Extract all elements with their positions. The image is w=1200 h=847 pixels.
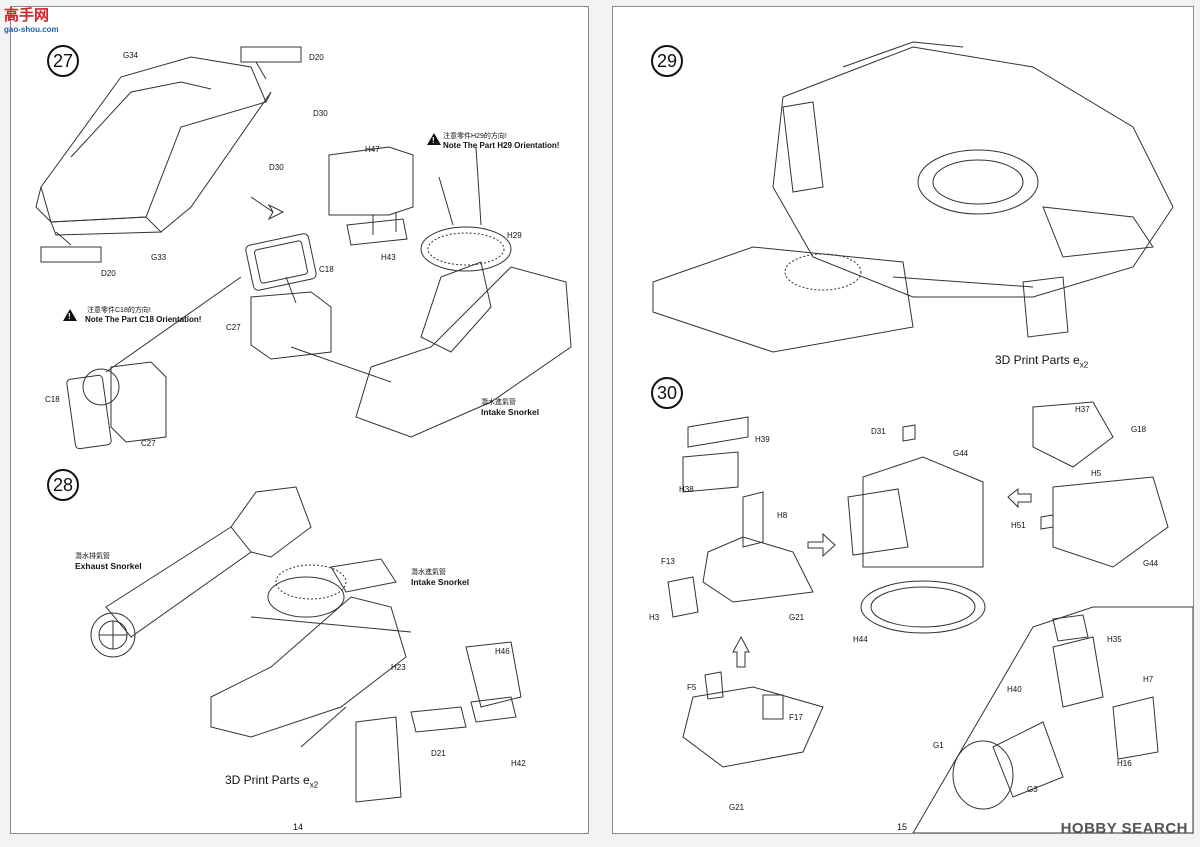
part-label-h40: H40 <box>1007 685 1022 694</box>
note-h29-cn: 注意零件H29的方向! <box>443 133 507 140</box>
part-label-h39: H39 <box>755 435 770 444</box>
part-label-h16: H16 <box>1117 759 1132 768</box>
print-parts-note-right: 3D Print Parts ex2 <box>995 353 1088 369</box>
part-label-g33: G33 <box>151 253 167 262</box>
note-h29-en: Note The Part H29 Orientation! <box>443 141 560 150</box>
callout-intake-en: Intake Snorkel <box>481 407 540 417</box>
print-parts-qty: x2 <box>1079 360 1089 370</box>
watermark-url: gao-shou.com <box>4 25 59 34</box>
part-label-h23: H23 <box>391 663 406 672</box>
part-label-f17: F17 <box>789 713 803 722</box>
print-parts-label: 3D Print Parts <box>225 773 300 787</box>
print-parts-qty: x2 <box>309 780 319 790</box>
part-label-d30-a: D30 <box>313 109 328 118</box>
part-label-d20-bottom: D20 <box>101 269 116 278</box>
manual-page-left: 27 G34 D20 D30 D30 D20 G33 H47 H43 C18 H… <box>10 6 589 834</box>
watermark-logo: 高手网 gao-shou.com <box>4 4 59 34</box>
left-page-line-art <box>35 46 572 803</box>
step-number-30: 30 <box>651 377 683 409</box>
page-number-right: 15 <box>897 822 908 832</box>
part-label-g3: G3 <box>1027 785 1038 794</box>
part-label-c18-detail: C18 <box>45 395 60 404</box>
callout-intake2-en: Intake Snorkel <box>411 577 470 587</box>
part-label-f5: F5 <box>687 683 697 692</box>
note-c18-en: Note The Part C18 Orientation! <box>85 315 202 324</box>
page-number-left: 14 <box>293 822 304 832</box>
part-label-c18: C18 <box>319 265 334 274</box>
part-label-h51: H51 <box>1011 521 1026 530</box>
callout-exhaust-cn: 潛水排氣管 <box>75 553 110 560</box>
part-label-h7: H7 <box>1143 675 1154 684</box>
manual-page-right: 29 3D Print Parts ex2 30 H39 H38 H8 F13 … <box>612 6 1194 834</box>
hobby-search-watermark: HOBBY SEARCH <box>1060 820 1188 837</box>
part-label-c27-detail: C27 <box>141 439 156 448</box>
part-label-h8: H8 <box>777 511 788 520</box>
part-label-h35: H35 <box>1107 635 1122 644</box>
print-parts-note-left: 3D Print Parts ex2 <box>225 773 318 789</box>
print-parts-label: 3D Print Parts <box>995 353 1070 367</box>
part-label-d30-b: D30 <box>269 163 284 172</box>
print-parts-letter: e <box>303 773 310 787</box>
part-label-d21: D21 <box>431 749 446 758</box>
callout-exhaust-en: Exhaust Snorkel <box>75 561 142 571</box>
print-parts-letter: e <box>1073 353 1080 367</box>
part-label-h29: H29 <box>507 231 522 240</box>
part-label-h42: H42 <box>511 759 526 768</box>
part-label-g21: G21 <box>789 613 805 622</box>
right-page-line-art <box>652 41 1193 833</box>
part-label-d20-top: D20 <box>309 53 324 62</box>
part-label-h5: H5 <box>1091 469 1102 478</box>
part-label-c27: C27 <box>226 323 241 332</box>
warning-icon <box>63 309 77 321</box>
callout-intake-cn: 潛水進氣管 <box>481 399 516 406</box>
step-number-29: 29 <box>651 45 683 77</box>
part-label-g44: G44 <box>953 449 969 458</box>
part-label-g44-b: G44 <box>1143 559 1159 568</box>
part-label-h3: H3 <box>649 613 660 622</box>
part-label-d31: D31 <box>871 427 886 436</box>
note-c18-cn: 注意零件C18的方向! <box>87 307 151 314</box>
part-label-h46: H46 <box>495 647 510 656</box>
part-label-g1: G1 <box>933 741 944 750</box>
callout-intake2-cn: 潛水進氣管 <box>411 569 446 576</box>
part-label-f13: F13 <box>661 557 675 566</box>
part-label-g18: G18 <box>1131 425 1147 434</box>
part-label-h44: H44 <box>853 635 868 644</box>
step-number-28: 28 <box>47 469 79 501</box>
part-label-h43: H43 <box>381 253 396 262</box>
step-number-27: 27 <box>47 45 79 77</box>
part-label-g21-b: G21 <box>729 803 745 812</box>
warning-icon <box>427 133 441 145</box>
watermark-text: 高手网 <box>4 7 50 24</box>
part-label-g34: G34 <box>123 51 139 60</box>
part-label-h38: H38 <box>679 485 694 494</box>
part-label-h37: H37 <box>1075 405 1090 414</box>
part-label-h47: H47 <box>365 145 380 154</box>
